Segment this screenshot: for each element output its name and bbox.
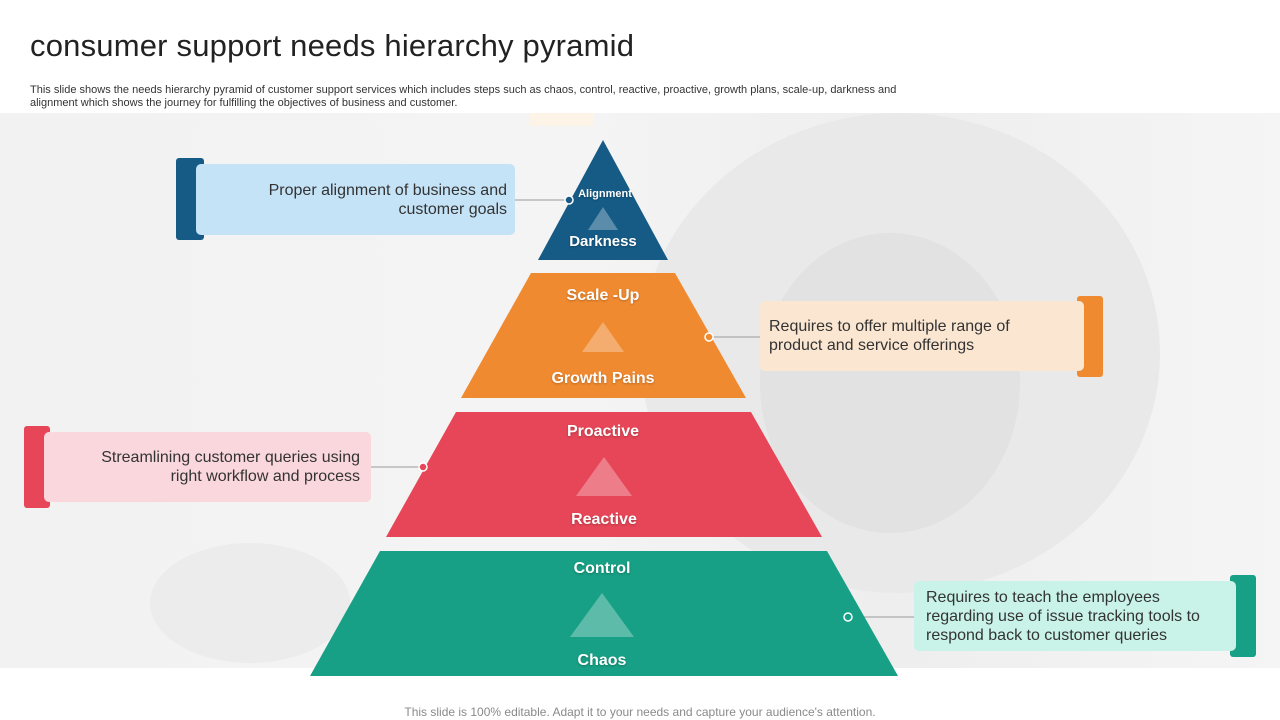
level-1-arrow-icon xyxy=(588,207,618,230)
level-4-top-label: Control xyxy=(573,560,631,577)
callout-3: Streamlining customer queries using righ… xyxy=(44,432,371,502)
level-3-arrow-icon xyxy=(576,457,632,496)
callout-3-text: Streamlining customer queries using righ… xyxy=(101,449,360,485)
pyramid-level-2 xyxy=(461,273,746,398)
level-1-top-label: Alignment xyxy=(578,188,632,200)
top-tab-decoration xyxy=(530,113,594,126)
pyramid-level-3 xyxy=(386,412,822,537)
pyramid-level-4 xyxy=(310,551,898,676)
level-2-bottom-label: Growth Pains xyxy=(551,370,655,387)
page-title: consumer support needs hierarchy pyramid xyxy=(30,28,635,63)
callout-4: Requires to teach the employees regardin… xyxy=(914,581,1236,651)
connector-dot-3 xyxy=(418,462,428,472)
callout-2-text: Requires to offer multiple range of prod… xyxy=(769,318,1010,354)
level-2-top-label: Scale -Up xyxy=(566,287,640,304)
connector-dot-1 xyxy=(564,195,574,205)
footer-note: This slide is 100% editable. Adapt it to… xyxy=(404,705,876,719)
connector-dot-2 xyxy=(704,332,714,342)
level-3-bottom-label: Reactive xyxy=(571,511,637,528)
callout-4-text: Requires to teach the employees regardin… xyxy=(926,588,1200,644)
level-2-arrow-icon xyxy=(582,322,624,352)
level-1-bottom-label: Darkness xyxy=(569,233,637,250)
callout-1: Proper alignment of business and custome… xyxy=(196,164,515,235)
pyramid-level-1 xyxy=(538,140,668,260)
callout-1-text: Proper alignment of business and custome… xyxy=(268,181,507,218)
level-4-bottom-label: Chaos xyxy=(577,652,627,669)
level-4-arrow-icon xyxy=(570,593,634,637)
page-subtitle: This slide shows the needs hierarchy pyr… xyxy=(30,84,897,109)
callout-2: Requires to offer multiple range of prod… xyxy=(760,301,1084,371)
connector-dot-4 xyxy=(843,612,853,622)
level-3-top-label: Proactive xyxy=(566,423,640,440)
